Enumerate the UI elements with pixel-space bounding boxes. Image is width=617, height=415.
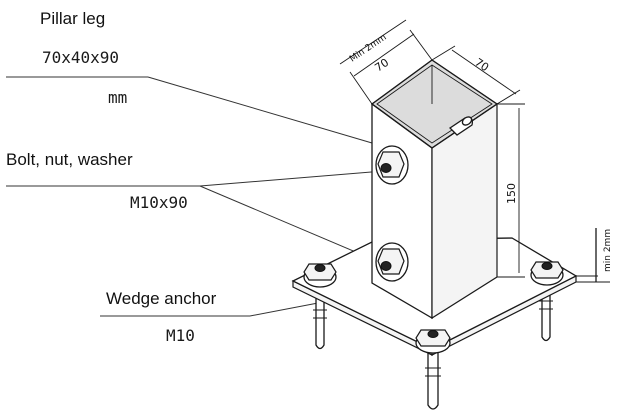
dim-top-left: 70: [372, 56, 391, 75]
pillar-leg-title: Pillar leg: [40, 9, 105, 28]
bolt-spec: M10x90: [130, 193, 188, 212]
anchor-title: Wedge anchor: [106, 289, 217, 308]
dim-height: 150: [505, 183, 518, 204]
dimension-lines: [339, 19, 610, 283]
leader-lines: [6, 76, 385, 317]
pillar-bolt-lower: [375, 242, 409, 282]
anchor-front: [425, 351, 441, 410]
pillar-leg-leader: [147, 76, 373, 144]
dim-plate-min: min 2mm: [603, 229, 613, 272]
anchor-left: [313, 295, 327, 350]
anchor-nut-left: [303, 263, 337, 288]
bolt-rod-end: [448, 116, 473, 136]
label-group-bolt: Bolt, nut, washer M10x90: [6, 150, 188, 212]
anchor-right: [539, 285, 553, 342]
anchor-spec: M10: [166, 326, 195, 345]
wedge-anchors-lower: [313, 285, 553, 410]
anchor-nut-right: [530, 261, 564, 286]
dim-top-right: 70: [472, 56, 491, 75]
pillar-leg-unit: mm: [108, 88, 127, 107]
bolt-leader-upper: [199, 170, 385, 187]
label-group-anchor: Wedge anchor M10: [106, 289, 217, 345]
anchor-nut-front: [415, 329, 451, 354]
pillar-bolts: [375, 145, 409, 282]
anchor-leader: [249, 302, 319, 317]
label-group-pillar-leg: Pillar leg 70x40x90 mm: [40, 9, 127, 107]
anchor-nuts: [303, 261, 564, 354]
pillar-leg-spec: 70x40x90: [42, 48, 119, 67]
pillar-bolt-upper: [375, 145, 409, 185]
bolt-title: Bolt, nut, washer: [6, 150, 133, 169]
